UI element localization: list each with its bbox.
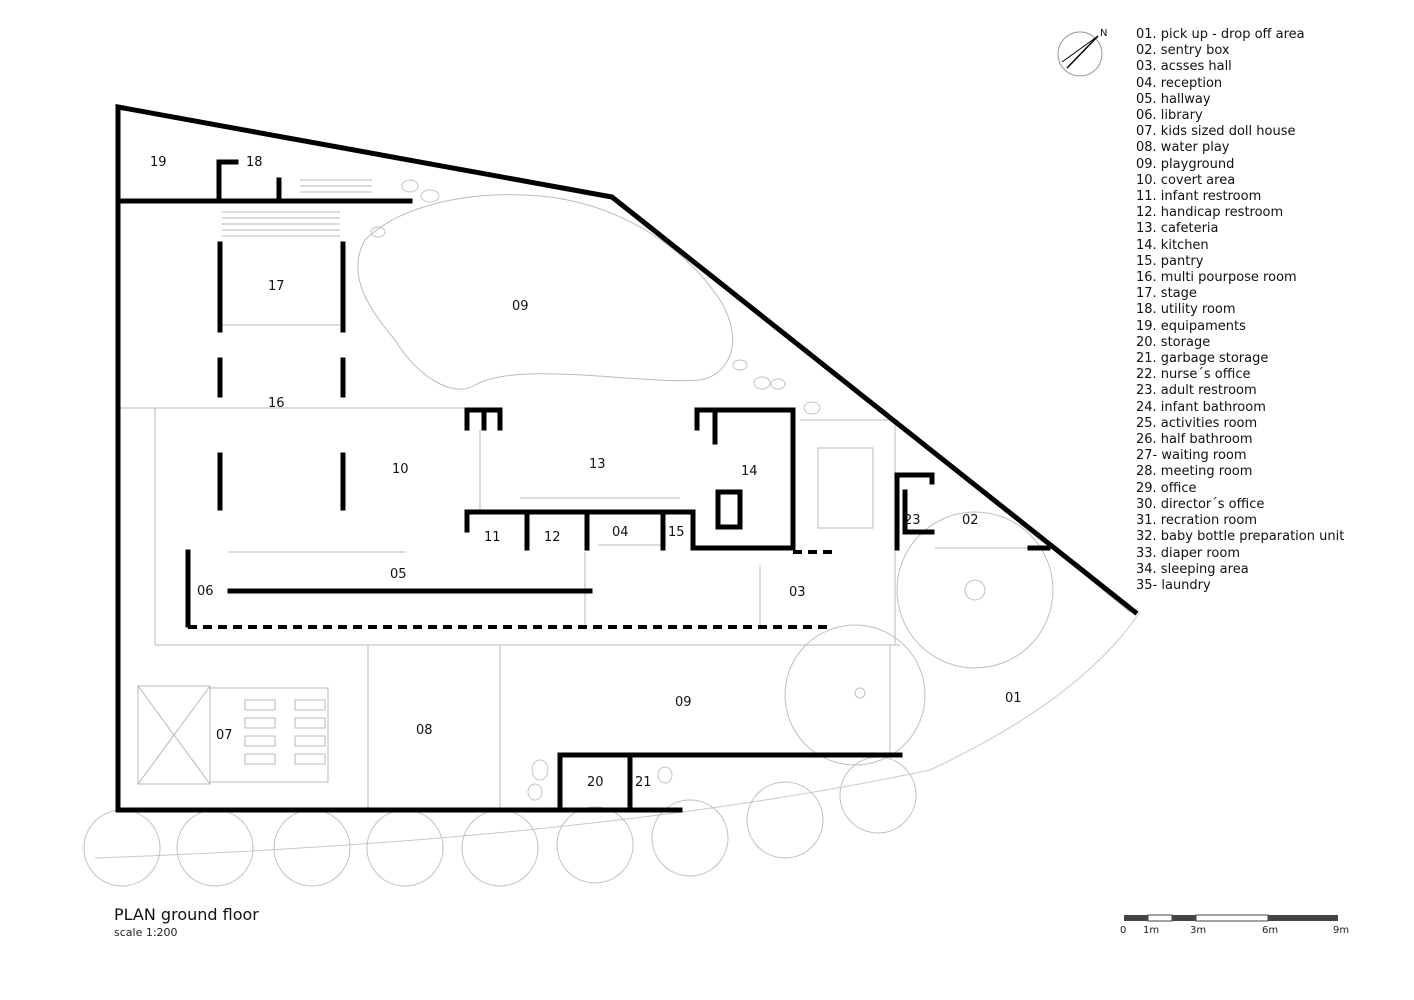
legend-item: 14. kitchen [1136, 237, 1209, 253]
legend-item: 16. multi pourpose room [1136, 270, 1297, 286]
legend-item: 30. director´s office [1136, 496, 1265, 512]
secondary-lines [118, 179, 1131, 810]
legend-item: 22. nurse´s office [1136, 367, 1251, 383]
room-label-09-top: 09 [512, 299, 529, 314]
playground-area-outline [357, 194, 734, 390]
legend-item: 34. sleeping area [1136, 561, 1249, 577]
room-label-11: 11 [484, 530, 501, 545]
legend-item: 03. acsses hall [1136, 59, 1232, 75]
room-label-12: 12 [544, 530, 561, 545]
room-labels: 19 18 17 16 09 10 13 14 23 02 11 12 04 1… [150, 155, 1022, 790]
legend-item: 26. half bathroom [1136, 432, 1253, 448]
legend-item: 24. infant bathroom [1136, 399, 1266, 415]
legend-item: 20. storage [1136, 334, 1211, 350]
room-label-04: 04 [612, 525, 629, 540]
north-label: N [1100, 28, 1107, 39]
legend-item: 35- laundry [1136, 577, 1211, 593]
room-label-16: 16 [268, 396, 285, 411]
legend-item: 23. adult restroom [1136, 383, 1257, 399]
room-label-23: 23 [904, 513, 921, 528]
legend-item: 09. playground [1136, 156, 1235, 172]
room-label-14: 14 [741, 464, 758, 479]
room-label-13: 13 [589, 457, 606, 472]
legend-item: 27- waiting room [1136, 448, 1247, 464]
legend-item: 04. reception [1136, 75, 1223, 91]
room-label-03: 03 [789, 585, 806, 600]
legend-item: 11. infant restroom [1136, 189, 1262, 205]
plan-scale-text: scale 1:200 [114, 926, 178, 939]
room-label-01: 01 [1005, 691, 1022, 706]
trees [83, 511, 1054, 887]
legend-item: 17. stage [1136, 286, 1197, 302]
legend-item: 15. pantry [1136, 253, 1204, 269]
legend-item: 13. cafeteria [1136, 221, 1219, 237]
legend-item: 29. office [1136, 480, 1197, 496]
legend-item: 18. utility room [1136, 302, 1236, 318]
room-label-21: 21 [635, 775, 652, 790]
room-label-08: 08 [416, 723, 433, 738]
north-arrow-icon: N [1057, 28, 1107, 77]
legend-item: 08. water play [1136, 140, 1230, 156]
room-label-05: 05 [390, 567, 407, 582]
room-label-02: 02 [962, 513, 979, 528]
legend-item: 31. recration room [1136, 513, 1257, 529]
legend-item: 12. handicap restroom [1136, 205, 1284, 221]
legend-item: 32. baby bottle preparation unit [1136, 529, 1345, 545]
legend-item: 25. activities room [1136, 415, 1258, 431]
legend-item: 05. hallway [1136, 91, 1211, 107]
scale-tick-3m: 3m [1190, 925, 1206, 936]
room-label-07: 07 [216, 728, 233, 743]
scale-bar: 0 1m 3m 6m 9m [1120, 914, 1349, 936]
legend-item: 10. covert area [1136, 172, 1236, 188]
room-label-18: 18 [246, 155, 263, 170]
stepping-stones [370, 179, 821, 801]
legend-item: 33. diaper room [1136, 545, 1240, 561]
site-boundary-arc [94, 611, 1141, 859]
legend-item: 21. garbage storage [1136, 351, 1269, 367]
room-label-10: 10 [392, 462, 409, 477]
glazed-walls [188, 550, 832, 629]
plan-title: PLAN ground floor [114, 905, 259, 924]
legend-item: 28. meeting room [1136, 464, 1253, 480]
scale-tick-0: 0 [1120, 925, 1126, 936]
room-label-20: 20 [587, 775, 604, 790]
legend-item: 06. library [1136, 108, 1203, 124]
scale-tick-1m: 1m [1143, 925, 1159, 936]
room-label-09-bottom: 09 [675, 695, 692, 710]
legend-item: 01. pick up - drop off area [1136, 27, 1305, 42]
legend-item: 19. equipaments [1136, 318, 1246, 334]
room-label-17: 17 [268, 279, 285, 294]
walls [115, 104, 1139, 813]
legend-item: 02. sentry box [1136, 43, 1230, 59]
room-label-19: 19 [150, 155, 167, 170]
scale-tick-9m: 9m [1333, 925, 1349, 936]
scale-tick-6m: 6m [1262, 925, 1278, 936]
legend-item: 07. kids sized doll house [1136, 124, 1296, 140]
room-label-06: 06 [197, 584, 214, 599]
room-label-15: 15 [668, 525, 685, 540]
